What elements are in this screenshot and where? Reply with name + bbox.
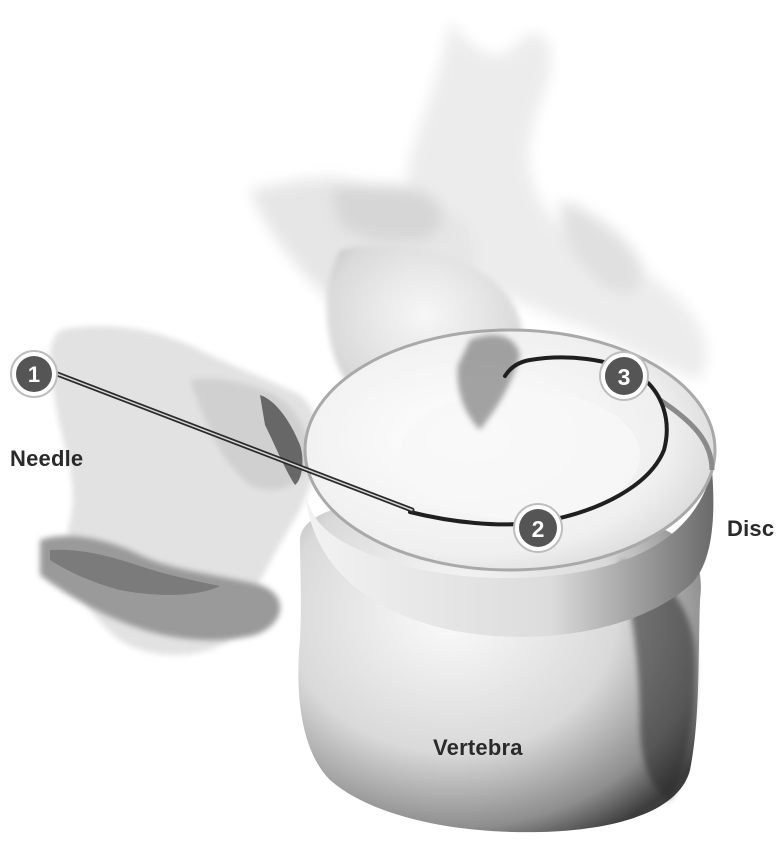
marker-2: 2	[514, 504, 562, 552]
vertebra-label: Vertebra	[433, 735, 523, 761]
marker-1: 1	[11, 351, 57, 397]
needle-label: Needle	[10, 446, 83, 472]
disc-label: Disc	[727, 516, 774, 542]
marker-1-label: 1	[28, 362, 40, 387]
marker-3: 3	[600, 352, 648, 400]
marker-2-label: 2	[532, 516, 545, 542]
transverse-process	[40, 326, 319, 655]
intervertebral-disc	[305, 330, 715, 637]
marker-3-label: 3	[618, 364, 631, 390]
